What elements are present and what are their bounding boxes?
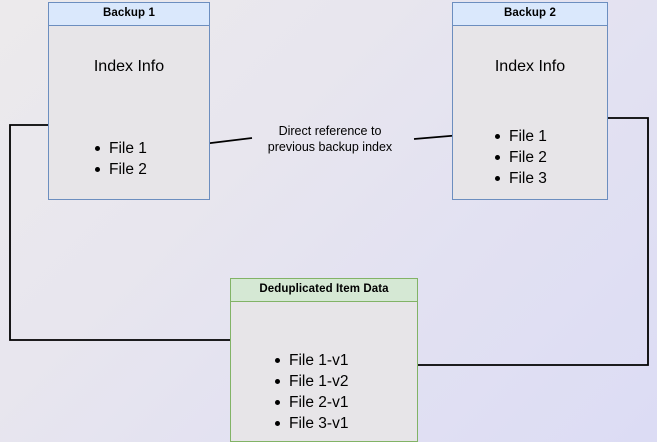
list-item: File 2 — [493, 147, 547, 168]
node-backup-2-file-list: File 1 File 2 File 3 — [493, 126, 547, 189]
list-item: File 2 — [93, 159, 147, 180]
list-item: File 3 — [493, 168, 547, 189]
node-backup-2-body: Index Info File 1 File 2 File 3 — [453, 26, 607, 199]
list-item: File 2-v1 — [273, 392, 348, 413]
list-item: File 3-v1 — [273, 413, 348, 434]
node-deduplicated-item-data-body: File 1-v1 File 1-v2 File 2-v1 File 3-v1 — [231, 302, 417, 441]
node-backup-2[interactable]: Backup 2 Index Info File 1 File 2 File 3 — [452, 2, 608, 200]
edge-label-direct-reference: Direct reference to previous backup inde… — [267, 124, 393, 154]
node-deduplicated-item-data[interactable]: Deduplicated Item Data File 1-v1 File 1-… — [230, 278, 418, 442]
node-backup-2-index-info-label: Index Info — [494, 58, 566, 75]
list-item: File 1 — [493, 126, 547, 147]
node-deduplicated-item-data-header: Deduplicated Item Data — [231, 279, 417, 302]
node-backup-1-body: Index Info File 1 File 2 — [49, 26, 209, 199]
node-backup-1-index-info-label: Index Info — [93, 58, 165, 75]
list-item: File 1 — [93, 138, 147, 159]
node-backup-2-header: Backup 2 — [453, 3, 607, 26]
node-deduplicated-item-data-file-list: File 1-v1 File 1-v2 File 2-v1 File 3-v1 — [273, 350, 348, 434]
node-backup-1-header: Backup 1 — [49, 3, 209, 26]
list-item: File 1-v2 — [273, 371, 348, 392]
node-backup-1-file-list: File 1 File 2 — [93, 138, 147, 180]
list-item: File 1-v1 — [273, 350, 348, 371]
node-backup-1[interactable]: Backup 1 Index Info File 1 File 2 — [48, 2, 210, 200]
